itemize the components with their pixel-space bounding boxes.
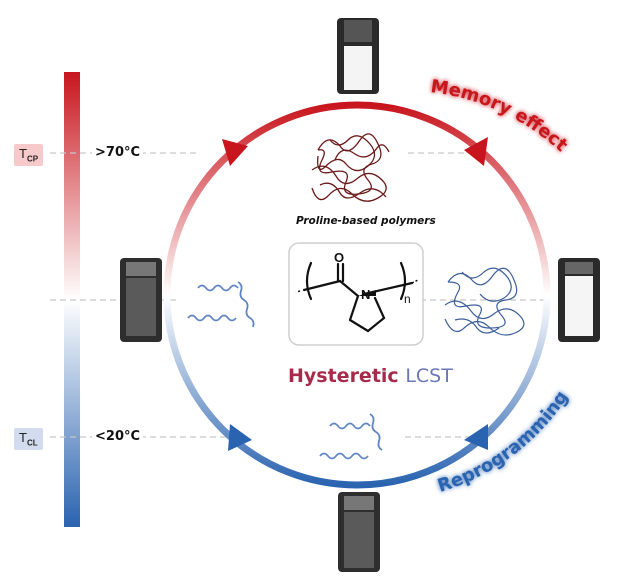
- hysteretic-word: Hysteretic: [288, 365, 399, 387]
- atom-n-label: N: [361, 287, 371, 302]
- arrow-up-left-icon: [228, 424, 252, 451]
- lcst-word: LCST: [405, 365, 453, 387]
- low-temperature-label: <20°C: [92, 429, 144, 444]
- polymer-chains-left-icon: [187, 281, 255, 328]
- arrow-up-right-icon: [222, 139, 248, 166]
- arrow-down-right-icon: [464, 137, 488, 166]
- subscript-n-label: n: [404, 292, 411, 306]
- polymer-chains-bottom-icon: [319, 413, 383, 460]
- polymer-caption: Proline-based polymers: [296, 215, 436, 227]
- tcp-subscript: CP: [26, 154, 39, 164]
- vial-top: [337, 18, 379, 94]
- polymer-globule-right-icon: [444, 267, 525, 336]
- tcl-subscript: CL: [26, 438, 38, 448]
- hysteretic-lcst-title: Hysteretic LCST: [288, 365, 453, 387]
- tcl-main-text: T: [19, 430, 27, 445]
- cycle-ring: [163, 101, 551, 489]
- vial-left: [120, 258, 162, 342]
- tcl-label: TCL: [14, 428, 43, 450]
- tcp-main-text: T: [19, 146, 27, 161]
- vial-bottom: [338, 492, 380, 572]
- reprogramming-label: Reprogramming: [435, 387, 573, 497]
- vial-right: [558, 258, 600, 342]
- atom-o-label: O: [334, 250, 345, 265]
- memory-effect-label: Memory effect: [429, 76, 572, 156]
- high-temperature-label: >70°C: [92, 145, 144, 160]
- arrow-down-left-icon: [464, 424, 488, 450]
- tcp-label: TCP: [14, 144, 44, 166]
- proline-structure: [288, 242, 424, 346]
- polymer-globule-top-icon: [311, 133, 390, 202]
